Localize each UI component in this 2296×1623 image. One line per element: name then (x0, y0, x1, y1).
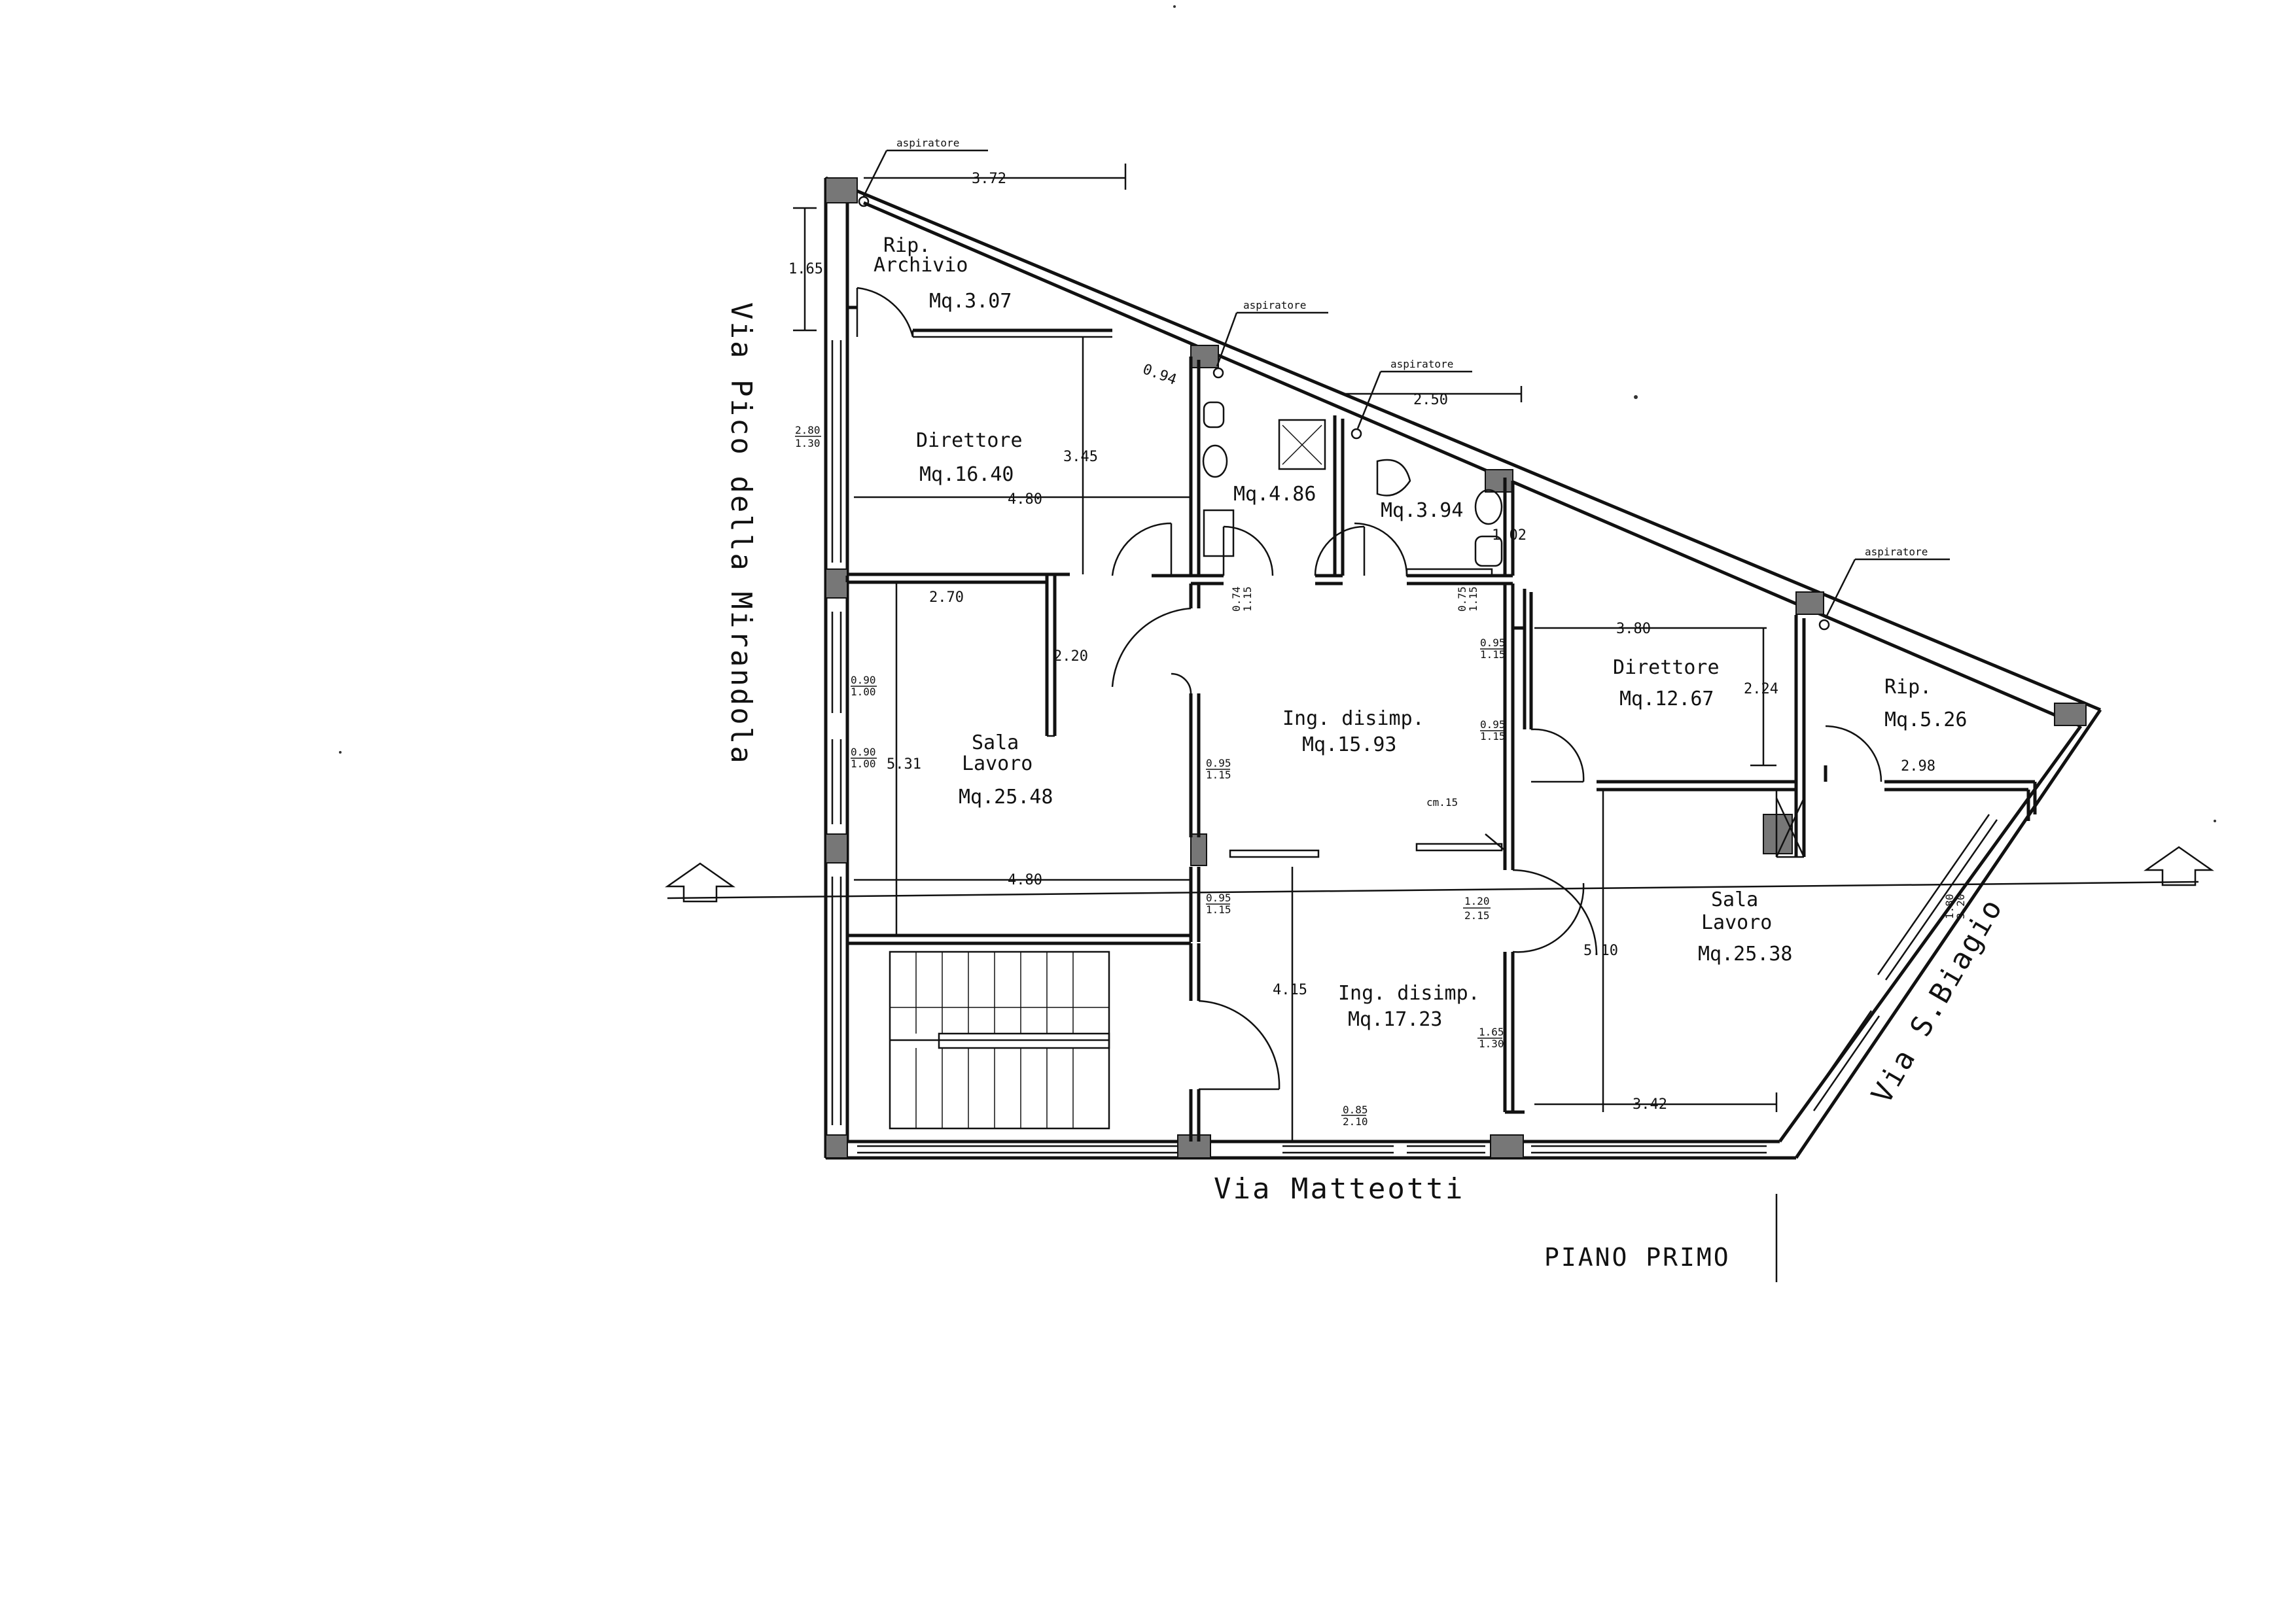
street-south: Via Matteotti (1214, 1172, 1464, 1206)
open-210: 2.10 (1343, 1115, 1368, 1128)
dim-480-bottom: 4.80 (1008, 872, 1042, 888)
open-130a: 1.30 (795, 437, 821, 449)
sala-a-area: Mq.25.48 (959, 786, 1053, 809)
open-115a: 1.15 (1241, 586, 1254, 612)
direttore-a-area: Mq.16.40 (919, 463, 1014, 486)
aspiratore-label-4: aspiratore (1865, 546, 1928, 558)
dim-380: 3.80 (1616, 621, 1651, 637)
dim-531: 5.31 (887, 756, 921, 773)
ingresso-a-area: Mq.15.93 (1302, 733, 1397, 756)
aspiratore-label-2: aspiratore (1243, 299, 1306, 311)
archivio-line2: Archivio (874, 254, 968, 277)
opening-labels: 2.80 1.30 0.90 1.00 0.90 1.00 0.74 1.15 … (795, 424, 1967, 1128)
ingresso-b-name: Ing. disimp. (1338, 982, 1480, 1005)
dim-220: 2.20 (1053, 648, 1088, 665)
archivio-area: Mq.3.07 (929, 290, 1012, 313)
open-074: 0.74 (1230, 586, 1243, 612)
sala-a-line2: Lavoro (962, 752, 1033, 775)
bagno-b-area: Mq.3.94 (1381, 499, 1463, 522)
open-090b: 0.90 (851, 746, 876, 758)
sala-b-line2: Lavoro (1701, 911, 1772, 934)
dim-102: 1.02 (1492, 527, 1527, 544)
dim-250: 2.50 (1413, 392, 1448, 408)
dim-165: 1.65 (788, 261, 823, 277)
ingresso-a-name: Ing. disimp. (1282, 707, 1424, 730)
dim-224: 2.24 (1744, 681, 1778, 697)
aspiratore-label-3: aspiratore (1390, 358, 1453, 370)
dim-270: 2.70 (929, 589, 964, 606)
dim-342: 3.42 (1633, 1096, 1667, 1113)
rip-b-name: Rip. (1884, 676, 1932, 699)
outer-walls (824, 176, 2102, 1160)
open-165: 1.65 (1479, 1026, 1504, 1038)
section-line (665, 846, 2214, 903)
ingresso-b-area: Mq.17.23 (1348, 1008, 1443, 1031)
scan-specks (339, 5, 2216, 822)
open-095c: 0.95 (1206, 757, 1231, 769)
dim-cm15: cm.15 (1426, 796, 1458, 809)
sanitary-fixtures (1202, 401, 1503, 577)
dim-372: 3.72 (972, 171, 1006, 187)
west-windows (831, 340, 842, 1125)
dim-298: 2.98 (1901, 758, 1935, 775)
sala-a-line1: Sala (972, 731, 1019, 754)
open-280: 2.80 (795, 424, 821, 436)
dimension-lines (793, 164, 1778, 1282)
open-120: 1.20 (1464, 895, 1490, 907)
dim-345: 3.45 (1063, 449, 1098, 465)
dim-480-top: 4.80 (1008, 491, 1042, 508)
aspiratore-label-1: aspiratore (896, 137, 959, 149)
open-075: 0.75 (1456, 586, 1468, 612)
open-115e: 1.15 (1206, 769, 1231, 781)
direttore-b-area: Mq.12.67 (1619, 688, 1714, 710)
rip-b-area: Mq.5.26 (1884, 708, 1967, 731)
open-090a: 0.90 (851, 674, 876, 686)
open-100b: 1.00 (851, 758, 876, 770)
open-115c: 1.15 (1480, 648, 1506, 661)
open-320: 3.20 (1954, 894, 1967, 919)
open-115f: 1.15 (1206, 903, 1231, 916)
open-215: 2.15 (1464, 909, 1490, 922)
street-west: Via Pico della Mirandola (724, 302, 758, 765)
open-130b: 1.30 (1479, 1038, 1504, 1050)
open-095d: 0.95 (1206, 892, 1231, 904)
sala-b-area: Mq.25.38 (1698, 943, 1793, 966)
dim-415: 4.15 (1273, 982, 1307, 998)
dim-510: 5.10 (1583, 943, 1618, 959)
sala-b-line1: Sala (1711, 888, 1758, 911)
open-095a: 0.95 (1480, 637, 1506, 649)
direttore-b-name: Direttore (1613, 656, 1720, 679)
south-windows (857, 1145, 1767, 1154)
direttore-a-name: Direttore (916, 429, 1023, 452)
open-095b: 0.95 (1480, 718, 1506, 731)
open-115b: 1.15 (1467, 586, 1479, 612)
open-115d: 1.15 (1480, 730, 1506, 742)
stairs (889, 951, 1110, 1130)
dim-094: 0.94 (1140, 361, 1178, 389)
archivio-line1: Rip. (883, 234, 930, 257)
door-swings (856, 287, 1882, 1091)
aspiratore-leaders (858, 149, 1950, 631)
open-085: 0.85 (1343, 1104, 1368, 1116)
open-100a: 1.00 (851, 686, 876, 698)
open-180: 1.80 (1943, 894, 1956, 919)
east-windows (1805, 814, 1998, 1111)
bagno-a-area: Mq.4.86 (1233, 483, 1316, 506)
wall-piers (825, 177, 2087, 1159)
interior-walls (845, 305, 2037, 1142)
plan-title: PIANO PRIMO (1544, 1243, 1731, 1272)
